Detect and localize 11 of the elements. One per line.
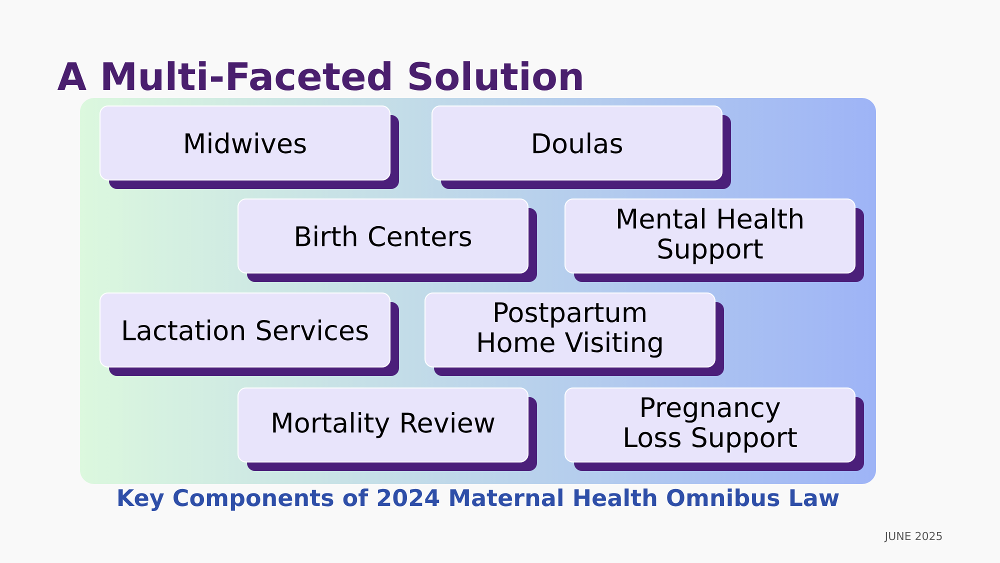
title: A Multi-Faceted Solution: [57, 61, 582, 91]
component-box: Mental Health Support: [564, 198, 864, 282]
component-box: Birth Centers: [238, 198, 537, 282]
date-label: JUNE 2025: [884, 532, 942, 542]
component-box: Lactation Services: [100, 292, 399, 376]
component-box: Postpartum Home Visiting: [424, 292, 724, 376]
component-box: Midwives: [100, 106, 399, 189]
caption: Key Components of 2024 Maternal Health Omnibus Law: [118, 488, 839, 511]
component-box: Mortality Review: [238, 388, 537, 471]
component-box: Doulas: [432, 106, 731, 189]
component-box: Pregnancy Loss Support: [564, 388, 864, 471]
